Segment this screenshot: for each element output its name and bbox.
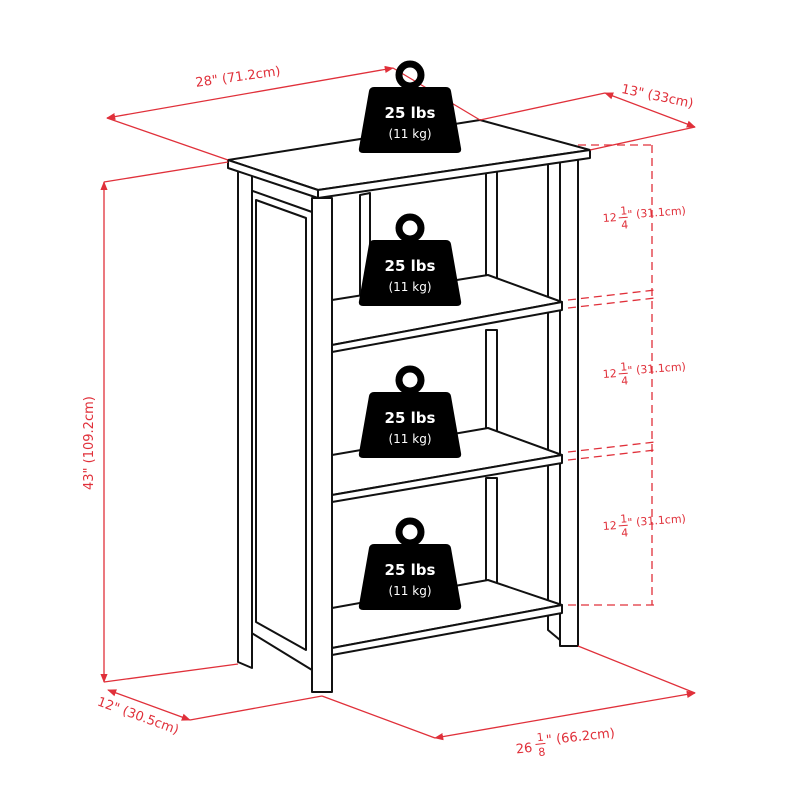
back-post	[485, 167, 498, 289]
depth-top-label: 13" (33cm)	[620, 82, 695, 112]
dimension-lines	[100, 65, 696, 741]
weight-icon: 25 lbs (11 kg)	[358, 60, 462, 153]
width-base-line	[434, 690, 696, 741]
weight-lbs: 25 lbs	[385, 409, 436, 427]
shelf-gap-label: 12 1 4 " (31.1cm)	[602, 360, 686, 388]
weight-kg: (11 kg)	[388, 584, 431, 598]
weight-icon: 25 lbs (11 kg)	[358, 517, 462, 610]
weight-ring	[395, 213, 425, 243]
svg-text:12: 12	[602, 519, 617, 533]
svg-text:" (31.1cm): " (31.1cm)	[627, 512, 686, 529]
svg-text:1: 1	[620, 512, 628, 525]
weight-ring	[395, 517, 425, 547]
weight-lbs: 25 lbs	[385, 257, 436, 275]
shelf-gap-label: 12 1 4 " (31.1cm)	[602, 204, 686, 232]
weight-kg: (11 kg)	[388, 127, 431, 141]
shelf-3-edge	[331, 604, 563, 656]
side-panel-inner	[255, 199, 307, 651]
leg-front	[311, 197, 333, 693]
svg-text:1: 1	[620, 360, 628, 373]
svg-text:4: 4	[621, 218, 629, 231]
leg-right	[559, 155, 579, 647]
svg-text:4: 4	[621, 526, 629, 539]
weight-body	[358, 544, 462, 610]
svg-text:12: 12	[602, 367, 617, 381]
svg-text:26: 26	[515, 741, 533, 758]
svg-text:1: 1	[620, 204, 628, 217]
weight-body	[358, 240, 462, 306]
height-label: 43" (109.2cm)	[82, 396, 97, 490]
svg-text:" (31.1cm): " (31.1cm)	[627, 360, 686, 377]
bookshelf	[227, 119, 591, 693]
weight-lbs: 25 lbs	[385, 561, 436, 579]
back-post	[485, 477, 498, 591]
weight-kg: (11 kg)	[388, 280, 431, 294]
width-base-label: 26 1 8 " (66.2cm)	[515, 726, 615, 759]
svg-text:4: 4	[621, 374, 629, 387]
shelf-gap-label: 12 1 4 " (31.1cm)	[602, 512, 686, 540]
back-post	[485, 329, 498, 441]
svg-text:1: 1	[536, 731, 544, 745]
depth-top-line	[604, 92, 696, 128]
weight-kg: (11 kg)	[388, 432, 431, 446]
width-line	[106, 65, 394, 121]
weight-ring	[395, 365, 425, 395]
shelf-2-edge	[331, 454, 563, 503]
weight-body	[358, 392, 462, 458]
depth-base-line	[107, 689, 191, 721]
svg-text:" (66.2cm): " (66.2cm)	[545, 726, 615, 748]
top-board-edge-front	[317, 149, 591, 199]
shelf-gap-lines	[567, 144, 656, 606]
leg-right-side	[547, 157, 561, 641]
svg-text:8: 8	[538, 745, 546, 759]
svg-text:12: 12	[602, 211, 617, 225]
weight-icon: 25 lbs (11 kg)	[358, 213, 462, 306]
shelf-1-edge	[331, 301, 563, 353]
weight-ring	[395, 60, 425, 90]
svg-text:" (31.1cm): " (31.1cm)	[627, 204, 686, 221]
weight-lbs: 25 lbs	[385, 104, 436, 122]
leg-left	[237, 169, 253, 669]
weight-body	[358, 87, 462, 153]
width-label: 28" (71.2cm)	[195, 64, 282, 91]
weight-icon: 25 lbs (11 kg)	[358, 365, 462, 458]
